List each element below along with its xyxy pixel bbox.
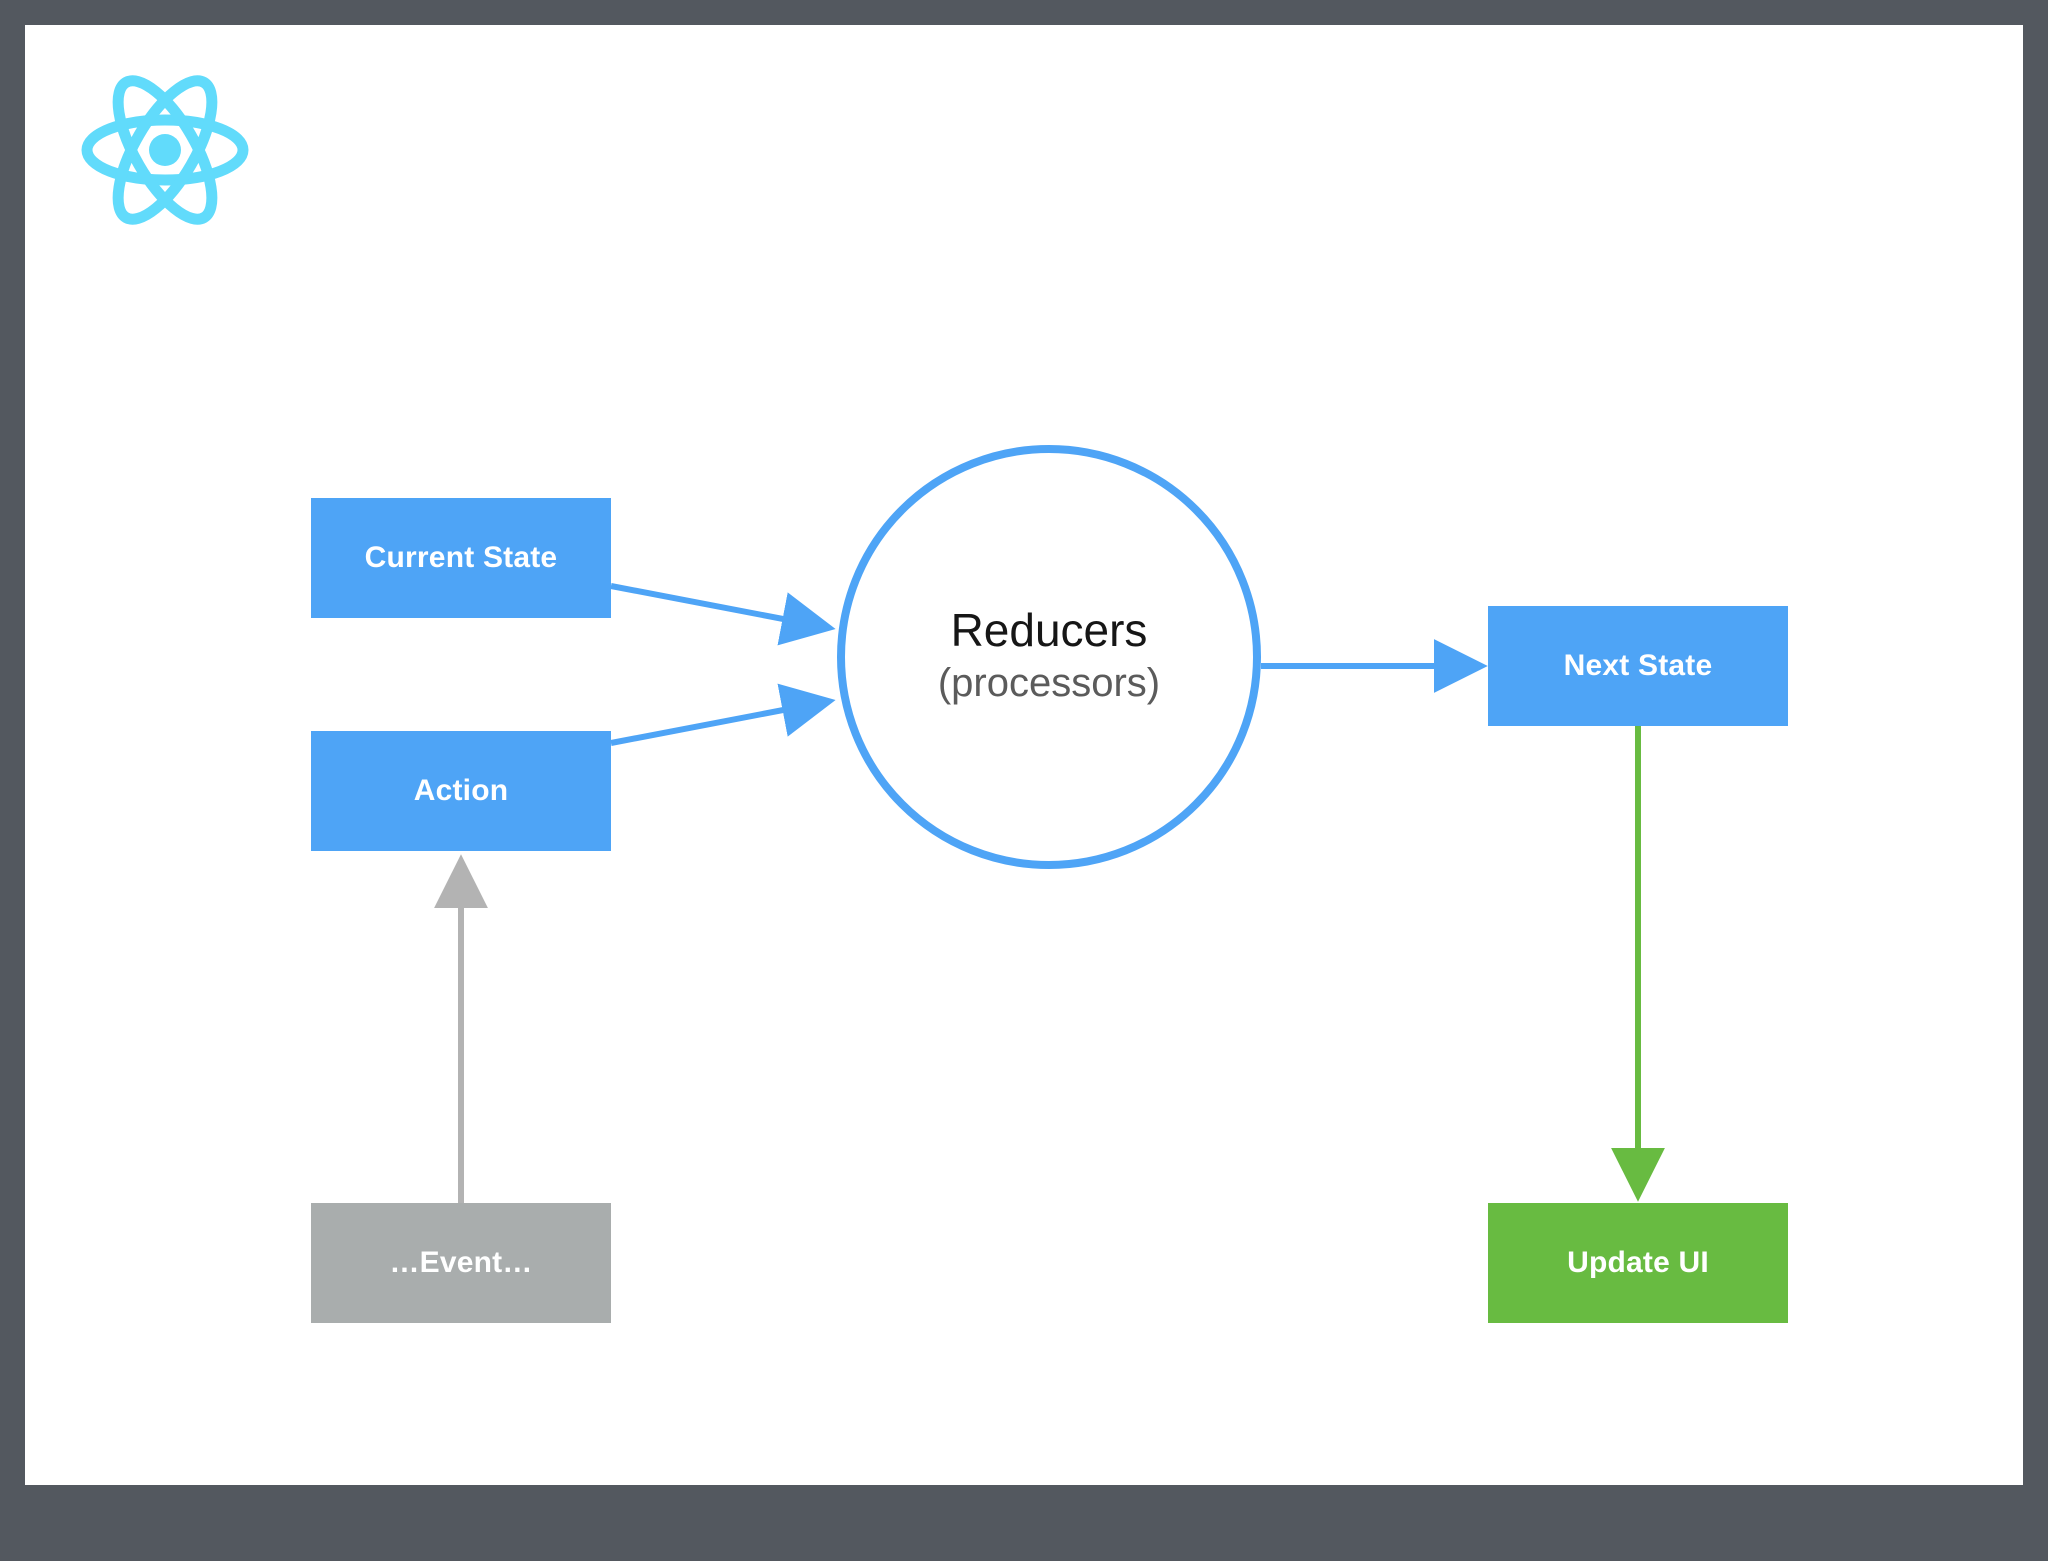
node-update-ui[interactable]: Update UI — [1488, 1203, 1788, 1323]
node-next-state[interactable]: Next State — [1488, 606, 1788, 726]
node-current-state[interactable]: Current State — [311, 498, 611, 618]
react-logo — [65, 50, 265, 250]
node-current-state-label: Current State — [364, 541, 558, 574]
node-action[interactable]: Action — [311, 731, 611, 851]
node-event[interactable]: …Event… — [311, 1203, 611, 1323]
node-next-state-label: Next State — [1563, 649, 1713, 682]
node-event-label: …Event… — [389, 1246, 533, 1279]
diagram-canvas: Current State Action …Event… Reducers (p… — [25, 25, 2023, 1485]
node-reducers-label: Reducers — [950, 603, 1148, 656]
edge-current-state-to-reducers — [610, 583, 836, 646]
node-update-ui-label: Update UI — [1567, 1246, 1709, 1279]
node-reducers[interactable]: Reducers (processors) — [837, 445, 1261, 869]
edge-action-to-reducers — [610, 683, 836, 746]
node-action-label: Action — [413, 774, 509, 807]
node-reducers-sublabel: (processors) — [937, 661, 1161, 706]
